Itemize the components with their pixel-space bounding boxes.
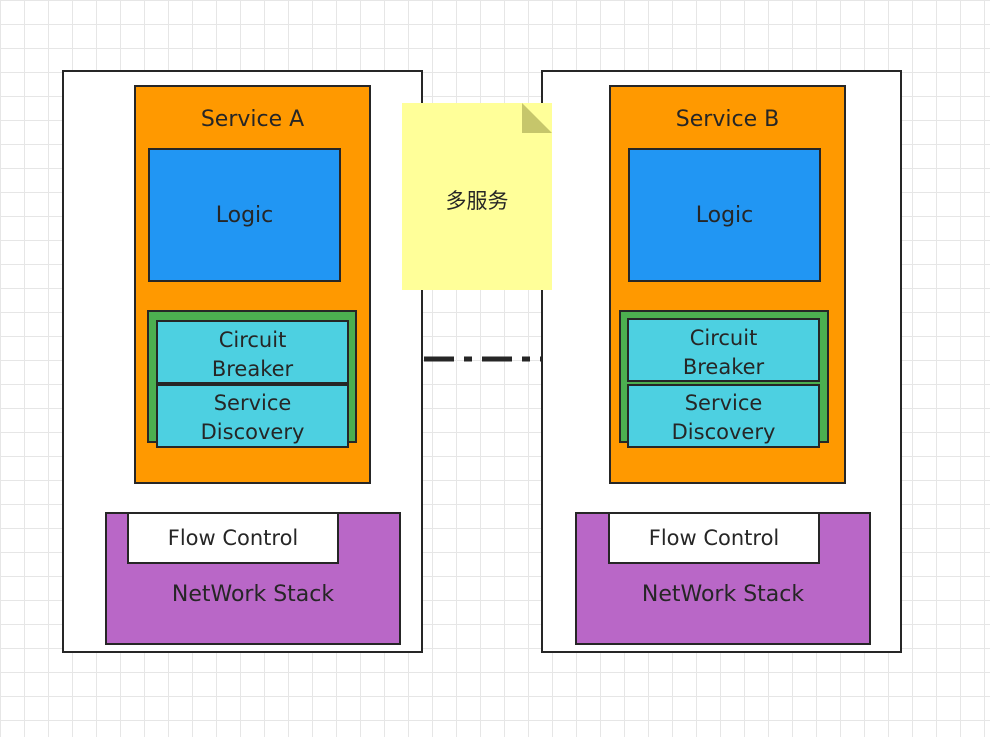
service-b-network-stack-label: NetWork Stack: [641, 582, 805, 607]
service-a-logic-box: Logic: [148, 148, 341, 282]
service-a-title: Service A: [200, 107, 305, 132]
service-b-flow-control: Flow Control: [608, 512, 820, 564]
service-b-circuit-breaker: Circuit Breaker: [627, 318, 820, 382]
service-a-circuit-breaker: Circuit Breaker: [156, 320, 349, 384]
service-a-service-discovery: Service Discovery: [156, 384, 349, 448]
note-text: 多服务: [445, 189, 509, 213]
service-b-title: Service B: [675, 107, 780, 132]
note-box: 多服务: [402, 103, 552, 290]
service-a-flow-control: Flow Control: [127, 512, 339, 564]
service-a-network-stack-label: NetWork Stack: [171, 582, 335, 607]
service-b-service-discovery: Service Discovery: [627, 384, 820, 448]
service-b-logic-box: Logic: [628, 148, 821, 282]
host-connector-line: [424, 356, 541, 362]
note-fold-corner: [522, 103, 552, 133]
